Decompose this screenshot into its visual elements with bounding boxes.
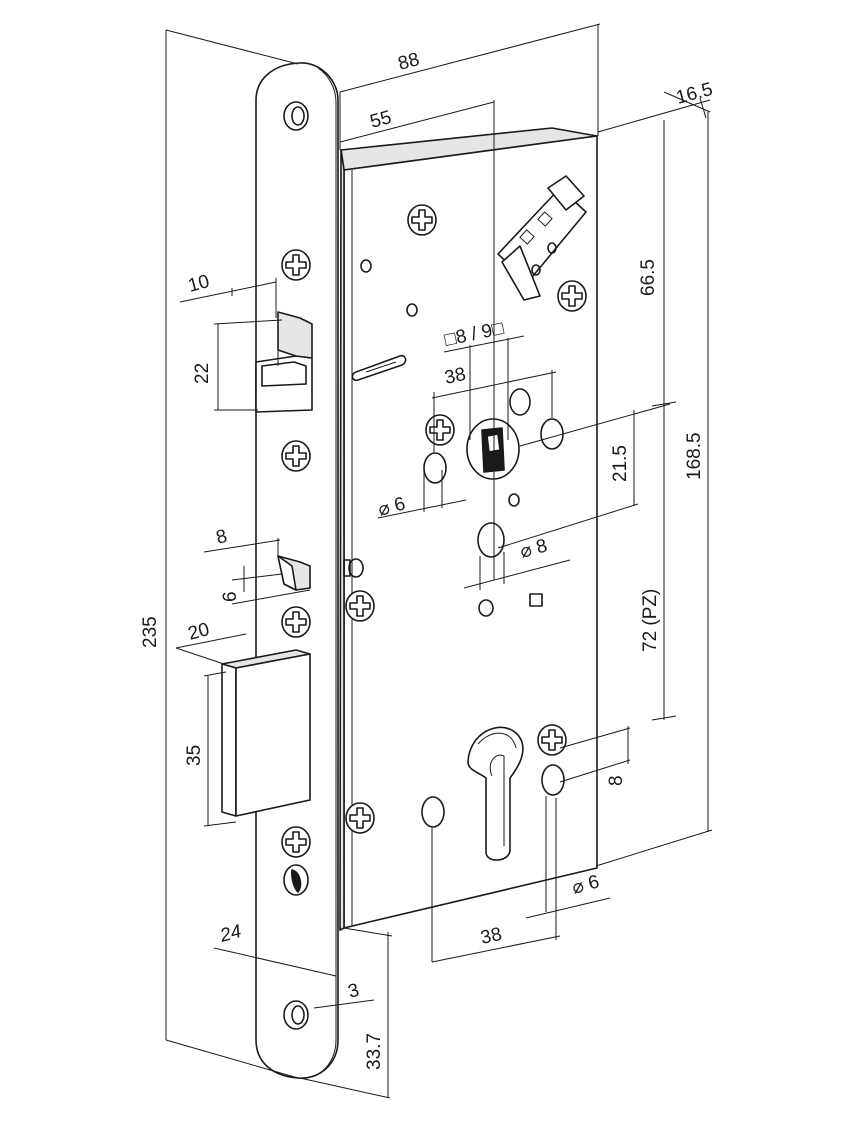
screw-icon [557,280,587,312]
dim-38-top: 38 [443,364,468,389]
screw-icon [345,802,375,834]
auxiliary-latch [277,555,311,591]
dim-dia-6-cylinder: ⌀ 6 [570,871,602,898]
dimension-lines [165,23,713,1099]
dim-6-aux: 6 [220,591,241,602]
screw-icon [281,606,311,638]
faceplate-screws [281,249,311,858]
dim-33-7: 33.7 [364,1033,385,1070]
screw-icon [281,249,311,281]
faceplate-bottom-hole-icon [283,1000,309,1030]
dim-72-pz: 72 (PZ) [640,589,661,652]
dim-3: 3 [346,980,362,1003]
dead-bolt [221,649,311,817]
dim-21-5: 21.5 [610,445,631,482]
faceplate-top-hole-icon [283,101,309,131]
screw-icon [537,724,567,756]
dim-8-cylinder: 8 [606,775,627,786]
dim-35: 35 [184,745,205,766]
micro-switch-icon [497,175,587,301]
dim-88: 88 [396,49,422,75]
dim-10: 10 [186,271,212,297]
dim-235: 235 [140,616,161,648]
latch-bolt [255,311,313,413]
dim-20: 20 [186,619,212,645]
dim-38-bottom: 38 [479,924,504,949]
case-details [343,175,587,861]
screw-icon [425,414,455,446]
dim-168-5: 168.5 [684,432,705,480]
screw-icon [281,440,311,472]
cylinder-cutout-icon [467,726,524,861]
dim-24: 24 [217,921,244,947]
lock-case [339,127,598,931]
dim-22: 22 [192,363,213,384]
dim-16-5: 16.5 [674,79,715,109]
screw-icon [407,204,437,236]
dim-8-aux: 8 [214,526,230,549]
screw-icon [281,826,311,858]
screw-icon [345,590,375,622]
dim-66-5: 66.5 [638,259,659,296]
